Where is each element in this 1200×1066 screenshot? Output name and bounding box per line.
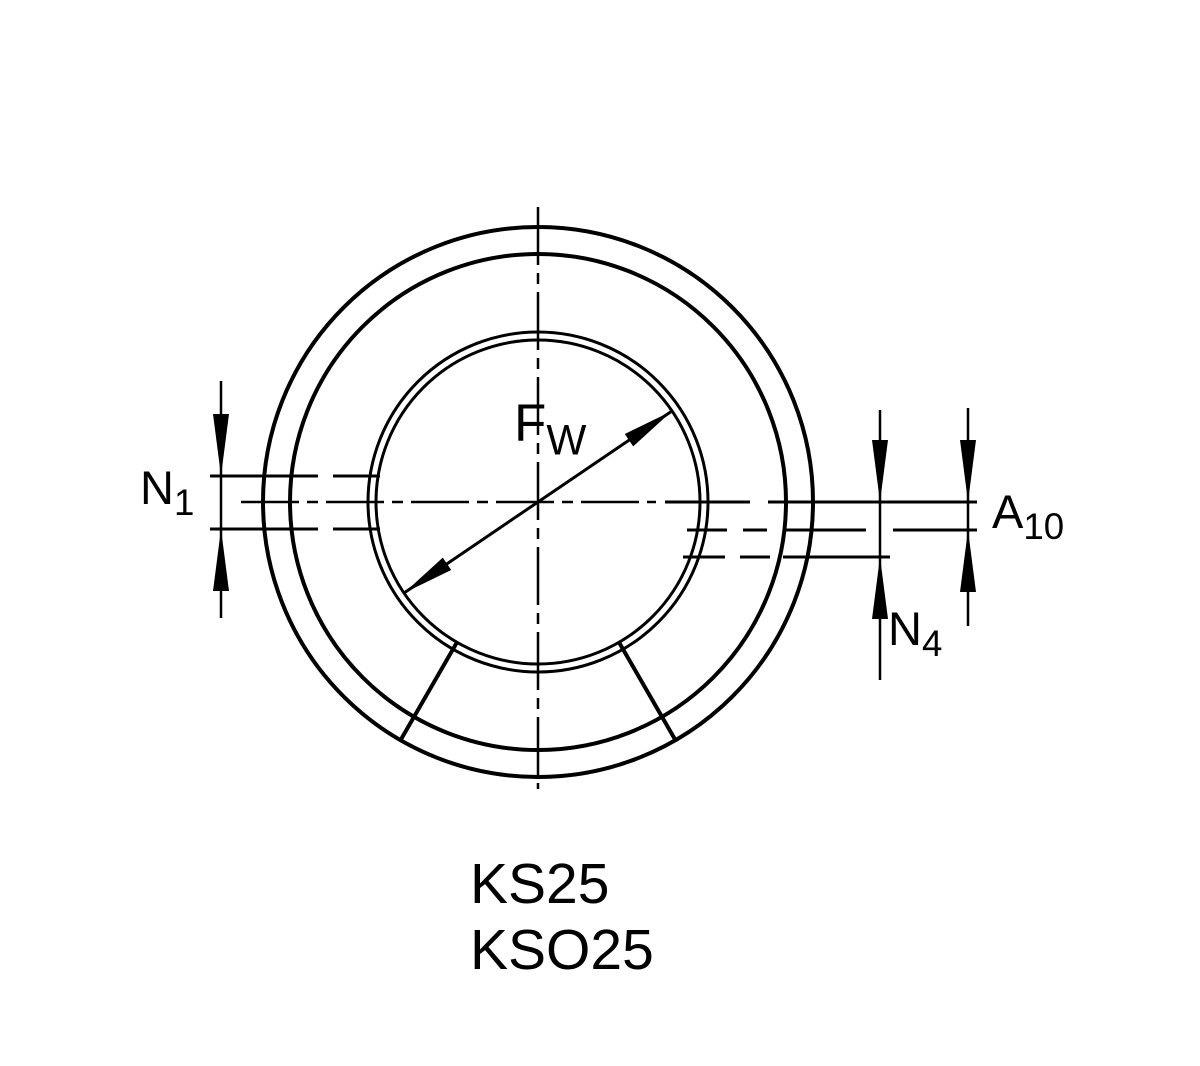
- model-designations: KS25 KSO25: [470, 851, 654, 983]
- kso-opening-line-right: [617, 641, 678, 742]
- n1-label-subscript: 1: [173, 481, 195, 523]
- fw-label-subscript: W: [546, 416, 587, 464]
- a10-arrow-up: [960, 530, 976, 592]
- n4-arrow-down: [872, 440, 888, 502]
- n4-label-main: N: [888, 602, 922, 655]
- a10-arrow-down: [960, 440, 976, 502]
- n1-label-main: N: [140, 461, 174, 514]
- n1-arrow-down: [213, 414, 229, 476]
- n4-dimension-label: N4: [888, 602, 942, 662]
- fw-dimension-label: FW: [514, 394, 586, 461]
- fw-label-main: F: [514, 394, 547, 453]
- a10-label-main: A: [992, 485, 1024, 538]
- fw-arrowhead-lower: [404, 557, 452, 593]
- fw-diameter-line: [403, 409, 673, 595]
- model-name-kso25: KSO25: [470, 918, 654, 982]
- n4-label-subscript: 4: [921, 622, 943, 664]
- n1-arrow-up: [213, 529, 229, 591]
- kso-opening-line-left: [398, 641, 459, 742]
- a10-label-subscript: 10: [1023, 505, 1065, 547]
- n1-dimension-label: N1: [140, 461, 194, 521]
- fw-arrowhead-upper: [624, 411, 672, 447]
- model-name-ks25: KS25: [470, 852, 610, 916]
- n4-arrow-up: [872, 557, 888, 619]
- a10-dimension-label: A10: [992, 485, 1064, 545]
